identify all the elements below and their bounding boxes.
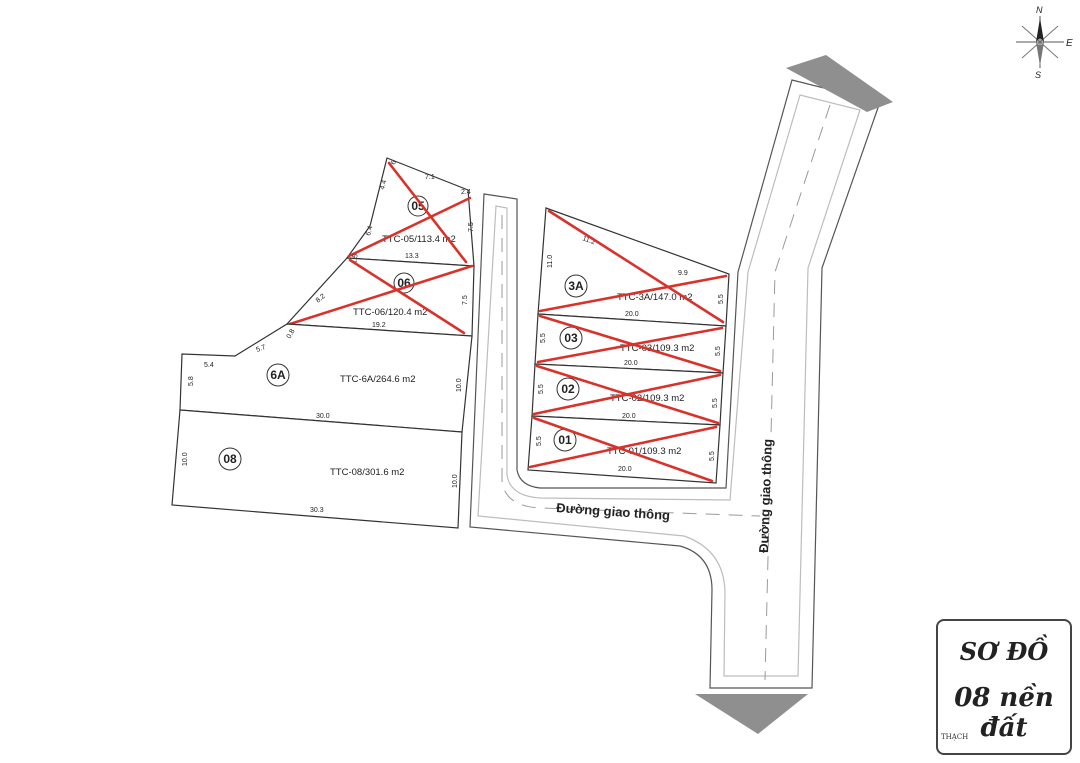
lot-02-number: 02 xyxy=(561,382,575,396)
lot-03-dim-left: 5.5 xyxy=(540,333,547,343)
lot-06-dim-bottom: 19.2 xyxy=(372,322,386,329)
lot-6a-dim-c: 0.8 xyxy=(286,328,297,340)
lot-03-number-circle xyxy=(559,326,583,350)
lot-3a-dim-right: 5.5 xyxy=(718,294,725,304)
lot-06-label: TTC-06/120.4 m2 xyxy=(353,307,427,318)
lot-02-cross-b xyxy=(532,373,722,416)
lot-08: 10.0 10.0 30.3 TTC-08/301.6 m2 08 xyxy=(171,409,463,529)
lot-6a-dim-b: 5.7 xyxy=(255,344,267,354)
north-arrow-icon xyxy=(786,55,893,112)
compass-east: E xyxy=(1066,38,1073,49)
lot-05-number: 05 xyxy=(411,199,425,213)
lot-6a-dim-right: 10.0 xyxy=(456,378,463,392)
lot-02-dim-left: 5.5 xyxy=(538,384,545,394)
lot-01-cross-b xyxy=(528,425,718,469)
lot-08-dim-bottom: 30.3 xyxy=(310,507,324,514)
lot-02-dim-right: 5.5 xyxy=(712,398,719,408)
lot-01-cross-a xyxy=(532,416,714,483)
lot-6a-number-circle xyxy=(266,363,290,387)
lot-03-dim-bottom: 20.0 xyxy=(624,360,638,367)
road-inner-edge xyxy=(477,94,861,677)
lot-05-number-circle xyxy=(407,195,429,217)
compass-north: N xyxy=(1036,5,1043,15)
lot-05-dim-top-c: 2.4 xyxy=(461,189,471,196)
lot-08-label: TTC-08/301.6 m2 xyxy=(330,467,404,478)
south-arrow-icon xyxy=(695,694,808,734)
lot-03-label: TTC-03/109.3 m2 xyxy=(620,343,694,354)
road-centerline-vertical xyxy=(764,104,831,681)
lot-06-dim-right: 7.5 xyxy=(462,295,469,305)
lot-03-number: 03 xyxy=(564,331,578,345)
legend-title: SƠ ĐỒ xyxy=(959,637,1049,666)
legend-box: SƠ ĐỒ 08 nền đất THẠCH xyxy=(936,619,1072,755)
lot-01-dim-right: 5.5 xyxy=(709,451,716,461)
lot-01: 5.5 5.5 20.0 TTC-01/109.3 m2 01 xyxy=(527,415,721,484)
lot-05-dim-left-a: 4.4 xyxy=(379,179,388,190)
compass-south: S xyxy=(1035,70,1041,80)
lot-08-number-circle xyxy=(218,447,242,471)
lot-06: 8.2 1.5 7.5 19.2 TTC-06/120.4 m2 06 xyxy=(285,253,475,337)
lot-3a-dim-top: 11.2 xyxy=(581,235,596,246)
road-centerline-horizontal xyxy=(501,215,761,517)
lot-01-dim-bottom: 20.0 xyxy=(618,466,632,473)
lot-05-dim-bottom: 13.3 xyxy=(405,253,419,260)
lot-01-number: 01 xyxy=(558,433,572,447)
legend-subtitle: 08 nền đất xyxy=(954,683,1054,743)
lot-3a-number-circle xyxy=(564,274,588,298)
lot-3a: 11.2 11.0 9.9 5.5 20.0 TTC-3A/147.0 m2 3… xyxy=(537,207,730,327)
lot-03: 5.5 5.5 20.0 TTC-03/109.3 m2 03 xyxy=(534,313,727,374)
road-network: Đường giao thông Đường giao thông xyxy=(469,79,881,689)
lot-3a-cross-b xyxy=(538,274,728,313)
lot-05-cross-b xyxy=(347,196,472,258)
lot-3a-label: TTC-3A/147.0 m2 xyxy=(617,292,693,303)
lot-6a-dim-left: 5.8 xyxy=(188,376,195,386)
lot-3a-dim-left: 11.0 xyxy=(547,255,554,268)
lot-6a-label: TTC-6A/264.6 m2 xyxy=(340,374,416,385)
lot-3a-dim-bottom: 20.0 xyxy=(625,311,639,318)
lot-08-outline xyxy=(171,409,463,529)
lot-06-dim-left: 8.2 xyxy=(315,293,327,305)
lot-3a-cross-a xyxy=(547,209,725,324)
lot-08-dim-right: 10.0 xyxy=(452,474,459,488)
lot-06-cross-a xyxy=(348,258,466,335)
lot-08-number: 08 xyxy=(223,452,237,466)
lot-06-dim-top: 1.5 xyxy=(351,253,360,264)
lot-01-dim-left: 5.5 xyxy=(536,436,543,446)
lot-05-label: TTC-05/113.4 m2 xyxy=(382,234,456,245)
lot-6a: 5.4 5.7 0.8 5.8 10.0 30.0 TTC-6A/264.6 m… xyxy=(179,323,473,433)
lot-05-dim-top-a: 6 xyxy=(390,160,398,166)
lot-6a-dim-bottom: 30.0 xyxy=(316,413,330,420)
legend-footer: THẠCH xyxy=(941,733,969,741)
lot-6a-dim-a: 5.4 xyxy=(204,362,214,369)
lot-03-cross-b xyxy=(536,326,724,364)
lot-05: 6 7.1 2.4 4.4 6.4 7.5 13.3 TTC-05/113.4 … xyxy=(345,157,475,267)
lot-05-dim-top-b: 7.1 xyxy=(425,174,435,181)
lot-02: 5.5 5.5 20.0 TTC-02/109.3 m2 02 xyxy=(531,363,724,426)
lot-3a-dim-top-right: 9.9 xyxy=(678,270,688,277)
lot-05-dim-left-b: 6.4 xyxy=(365,225,374,236)
lot-3a-number: 3A xyxy=(568,279,584,293)
lot-03-cross-a xyxy=(538,314,722,373)
lot-02-label: TTC-02/109.3 m2 xyxy=(610,393,684,404)
lot-05-dim-right: 7.5 xyxy=(468,222,475,232)
compass-icon: N S E xyxy=(1016,5,1073,80)
lot-05-cross-a xyxy=(387,161,468,264)
lot-08-dim-left: 10.0 xyxy=(182,452,189,466)
lot-02-dim-bottom: 20.0 xyxy=(622,413,636,420)
lot-02-number-circle xyxy=(556,377,580,401)
lot-01-label: TTC-01/109.3 m2 xyxy=(607,446,681,457)
road-label-vertical: Đường giao thông xyxy=(756,439,775,553)
lot-06-cross-b xyxy=(288,264,474,326)
lot-03-dim-right: 5.5 xyxy=(715,346,722,356)
lot-6a-number: 6A xyxy=(270,368,286,382)
